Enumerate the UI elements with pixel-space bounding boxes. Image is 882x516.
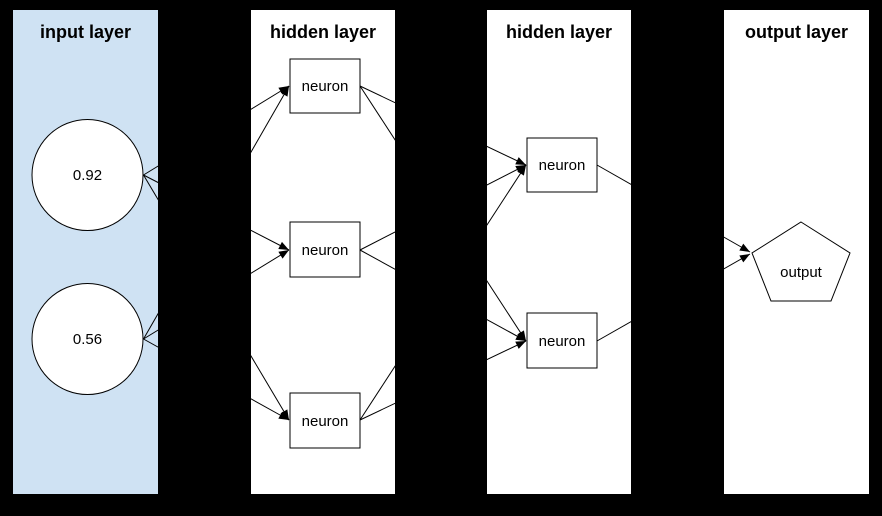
hidden2-neuron-2-label: neuron <box>539 333 586 350</box>
hidden1-neuron-3 <box>289 392 361 449</box>
connection-input2-hidden1-1 <box>143 85 290 340</box>
hidden2-neuron-1-label: neuron <box>539 157 586 174</box>
connection-hidden1-2-hidden2-2 <box>359 249 527 342</box>
input-layer-title: input layer <box>40 22 131 42</box>
connection-hidden2-2-output <box>596 253 751 342</box>
hidden2-neuron-2 <box>526 312 598 369</box>
connection-input2-hidden1-3 <box>143 338 290 421</box>
hidden1-neuron-1-label: neuron <box>302 78 349 95</box>
connection-input1-hidden1-1 <box>143 85 290 176</box>
hidden-layer-2-panel <box>487 10 631 494</box>
connection-hidden1-3-hidden2-1 <box>359 164 527 421</box>
output-node <box>751 221 851 302</box>
connection-hidden1-1-hidden2-2 <box>359 85 527 342</box>
hidden1-neuron-2 <box>289 221 361 278</box>
connection-input2-hidden1-2 <box>143 249 290 340</box>
input-node-2-value: 0.56 <box>73 331 102 348</box>
output-node-label: output <box>780 264 823 281</box>
hidden-layer-1-title: hidden layer <box>270 22 376 42</box>
connection-hidden1-1-hidden2-1 <box>359 85 527 166</box>
input-layer-panel <box>13 10 158 494</box>
hidden1-neuron-1 <box>289 58 361 114</box>
output-layer-title: output layer <box>745 22 848 42</box>
input-node-1-value: 0.92 <box>73 167 102 184</box>
hidden1-neuron-3-label: neuron <box>302 413 349 430</box>
connection-input1-hidden1-3 <box>143 174 290 421</box>
connection-hidden2-1-output <box>596 164 751 253</box>
connection-hidden1-2-hidden2-1 <box>359 164 527 251</box>
input-node-2 <box>31 283 144 395</box>
connection-hidden1-3-hidden2-2 <box>359 340 527 421</box>
hidden2-neuron-1 <box>526 137 598 193</box>
hidden-layer-2-title: hidden layer <box>506 22 612 42</box>
hidden1-neuron-2-label: neuron <box>302 242 349 259</box>
input-node-1 <box>31 119 144 231</box>
